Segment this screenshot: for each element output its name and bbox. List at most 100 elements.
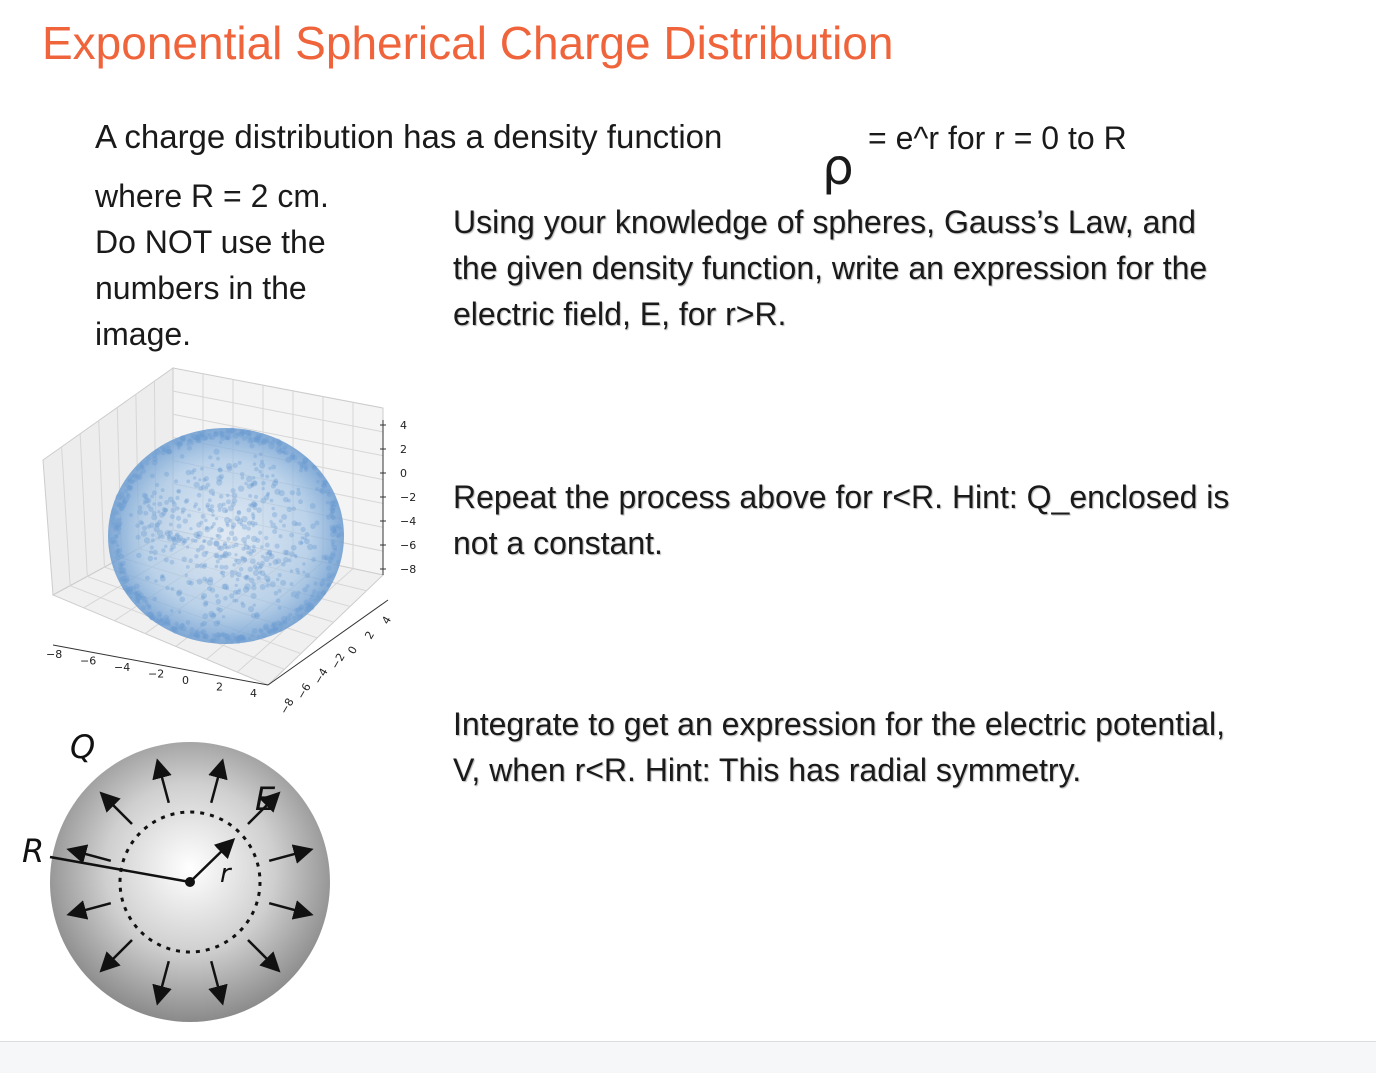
scatter-point <box>119 553 125 559</box>
scatter-point <box>313 581 318 586</box>
scatter-point <box>243 575 248 580</box>
scatter-point <box>194 435 200 441</box>
scatter-point <box>194 563 200 569</box>
scatter-point <box>135 523 140 528</box>
footer-bar <box>0 1041 1376 1073</box>
scatter-point <box>114 534 119 538</box>
scatter-point <box>327 557 334 564</box>
scatter-point <box>304 538 310 545</box>
scatter-point <box>250 633 255 638</box>
scatter-point <box>149 615 155 621</box>
gaussian-surface <box>118 810 262 954</box>
scatter-point <box>254 437 261 444</box>
scatter-point <box>215 598 222 605</box>
scatter-point <box>307 601 314 608</box>
scatter-point <box>229 569 234 574</box>
scatter-point <box>122 496 130 503</box>
scatter-point <box>286 506 293 513</box>
center-point <box>185 877 195 887</box>
scatter-point <box>280 561 286 567</box>
scatter-point <box>264 542 270 548</box>
scatter-point <box>272 625 279 632</box>
scatter-point <box>116 524 121 529</box>
scatter-point <box>156 618 161 624</box>
scatter-point <box>239 430 246 436</box>
scatter-point <box>302 587 308 593</box>
scatter-point <box>132 473 137 478</box>
scatter-point <box>320 488 326 495</box>
scatter-point <box>189 436 195 442</box>
scatter-point <box>137 505 143 510</box>
scatter-point <box>271 506 275 511</box>
scatter-point <box>329 524 336 531</box>
scatter-point <box>225 546 229 550</box>
scatter-point <box>287 498 291 503</box>
scatter-point <box>303 465 308 471</box>
scatter-point <box>195 634 201 639</box>
scatter-point <box>252 603 256 607</box>
scatter-point <box>310 523 316 529</box>
scatter-point <box>154 449 161 455</box>
scatter-point <box>179 623 185 629</box>
scatter-point <box>329 575 333 579</box>
scatter-point <box>207 498 212 503</box>
scatter-point <box>328 560 332 564</box>
scatter-point <box>204 526 211 533</box>
scatter-point <box>197 437 203 443</box>
scatter-point <box>170 543 176 550</box>
scatter-point <box>216 534 222 540</box>
scatter-point <box>289 569 294 574</box>
scatter-point <box>258 530 263 535</box>
scatter-point <box>141 605 146 611</box>
scatter-point <box>141 596 146 601</box>
scatter-point <box>329 512 334 517</box>
scatter-point <box>249 443 255 449</box>
scatter-point <box>189 631 195 638</box>
scatter-point <box>132 472 139 479</box>
scatter-point <box>215 559 220 564</box>
scatter-point <box>110 522 116 528</box>
scatter-point <box>189 470 195 475</box>
scatter-point <box>118 506 124 512</box>
scatter-point <box>160 449 166 456</box>
scatter-point <box>196 578 203 585</box>
scatter-point <box>177 446 181 450</box>
scatter-point <box>235 558 242 565</box>
scatter-point <box>236 510 242 516</box>
scatter-point <box>116 547 122 554</box>
scatter-point <box>140 521 145 525</box>
scatter-point <box>117 503 123 509</box>
x-tick-label: −6 <box>80 655 96 668</box>
scatter-point <box>171 626 178 632</box>
intro-text: A charge distribution has a density func… <box>95 118 723 155</box>
scatter-point <box>325 576 331 582</box>
x-axis-line <box>52 644 269 686</box>
scatter-point <box>206 539 213 546</box>
scatter-point <box>224 435 230 441</box>
scatter-point <box>299 613 304 618</box>
scatter-point <box>274 543 280 549</box>
scatter-point <box>316 480 320 484</box>
scatter-point <box>256 561 260 566</box>
y-tick-label: −2 <box>328 651 347 672</box>
scatter-point <box>115 501 122 508</box>
scatter-point <box>248 503 252 507</box>
field-arrow <box>247 791 281 825</box>
scatter-point <box>250 613 257 619</box>
scatter-point <box>161 574 165 578</box>
scatter-point <box>259 452 263 456</box>
scatter-point <box>164 617 171 624</box>
scatter-point <box>272 626 277 631</box>
scatter-point <box>172 502 177 507</box>
scatter-point <box>266 491 270 496</box>
scatter-point <box>294 612 300 617</box>
z-tick-label: 0 <box>400 467 407 480</box>
scatter-point <box>232 589 239 595</box>
scatter-point <box>229 593 235 599</box>
scatter-point <box>298 540 304 546</box>
scatter-point <box>146 605 152 610</box>
scatter-point <box>251 585 257 591</box>
scatter-point <box>324 556 329 561</box>
scatter-point <box>205 482 211 488</box>
scatter-point <box>127 589 134 596</box>
